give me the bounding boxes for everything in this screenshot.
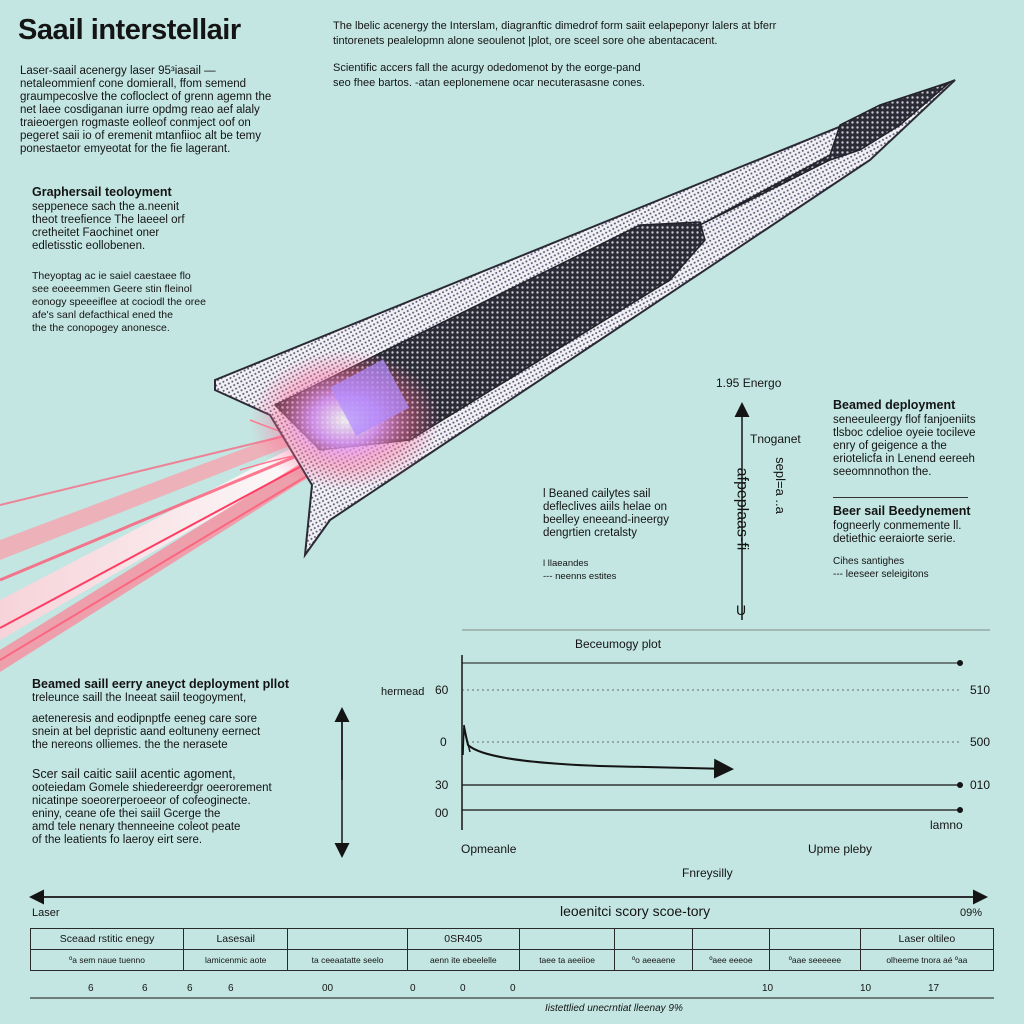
footer-cell: Lasesail: [183, 928, 289, 950]
scale-tick: 10: [860, 983, 872, 994]
left-heading-2: Graphersail teoloyment: [32, 185, 172, 199]
plot-title: Beceumogy plot: [575, 637, 662, 651]
scale-tick: 0: [510, 983, 516, 994]
right-paragraph-1: seneeuleergy flof fanjoeniits tlsboc cde…: [833, 414, 976, 478]
footer-cell: ta ceeaatatte seelo: [287, 949, 408, 971]
engine-glow: [250, 350, 440, 490]
scale-tick: 00: [322, 983, 334, 994]
footer-cell: [287, 928, 408, 950]
footer-cell: ºa sem naue tuenno: [29, 949, 185, 971]
footer-cell: olheeme tnora aé ºaa: [859, 949, 995, 971]
plot-x-title: Fnreysilly: [682, 866, 733, 880]
beamed-note-2: l llaeandes --- neenns estites: [543, 558, 617, 582]
laser-beam: [0, 419, 336, 672]
beamed-note-1: l Beaned cailytes sail defleclives aiils…: [543, 488, 669, 539]
axis-u-label: U: [736, 602, 747, 618]
footer-cell: Sceaad rstitic enegy: [29, 928, 185, 950]
footer-table: Sceaad rstitic enegy Lasesail 0SR405 Las…: [29, 928, 995, 971]
plot-tick-right-2: 500: [970, 735, 991, 749]
plot-tick-left-1: 60: [435, 683, 449, 697]
scale-tick: 10: [762, 983, 774, 994]
plot-x-right-label: lamno: [930, 818, 963, 832]
left-paragraph-3: Theyoptag ac ie saiel caestaee flo see e…: [32, 270, 206, 334]
footer-table-row: Sceaad rstitic enegy Lasesail 0SR405 Las…: [29, 928, 995, 950]
right-heading-1: Beamed deployment: [833, 398, 956, 412]
footer-cell: lamicenmic aote: [183, 949, 289, 971]
left-paragraph-6: ooteiedam Gomele shiedereerdgr oeeroreme…: [32, 782, 272, 846]
footer-table-row: ºa sem naue tuenno lamicenmic aote ta ce…: [29, 949, 995, 971]
left-heading-4: Beamed saill eerry aneyct deployment pll…: [32, 677, 290, 691]
plot-x-left: Opmeanle: [461, 842, 517, 856]
left-heading-6: Scer sail caitic saiil acentic agoment,: [32, 767, 236, 781]
plot-x-right: Upme pleby: [808, 842, 873, 856]
plot-tick-left-3: 30: [435, 778, 449, 792]
footer-cell: ºo aeeaene: [614, 949, 693, 971]
footer-cell: Laser oltileo: [859, 928, 995, 950]
footer-cell: [614, 928, 693, 950]
scale-tick: 6: [228, 983, 234, 994]
right-paragraph-3: Cihes santighes --- leeseer seleigitons: [833, 556, 929, 580]
plot-tick-right-3: 010: [970, 778, 991, 792]
footer-cell: [691, 928, 771, 950]
plot-tick-left-2: 0: [440, 735, 447, 749]
footer-cell: [769, 928, 861, 950]
right-divider: [833, 497, 968, 498]
left-paragraph-4: treleunce saill the Ineeat saiil teogoym…: [32, 692, 247, 704]
footer-axis: [29, 889, 994, 999]
scale-tick: 0: [410, 983, 416, 994]
footer-title: leoenitci scory scoe-tory: [560, 903, 711, 919]
left-paragraph-1: Laser-saail acenergy laser 95³iasail — n…: [20, 65, 272, 155]
vertical-label-1: afpeplaas-fi: [733, 467, 751, 551]
footer-left-label: Laser: [32, 907, 60, 919]
scale-tick: 0: [460, 983, 466, 994]
energy-label: 1.95 Energo: [716, 376, 782, 390]
scale-tick: 6: [187, 983, 193, 994]
footer-cell: 0SR405: [406, 928, 520, 950]
left-paragraph-5: aeteneresis and eodipnptfe eeneg care so…: [32, 713, 261, 751]
left-paragraph-2: seppenece sach the a.neenit theot treefi…: [32, 201, 185, 252]
plot-tick-right-1: 510: [970, 683, 991, 697]
right-paragraph-2: fogneerly conmemente ll. detiethic eerai…: [833, 520, 962, 545]
intro-line-3: Scientific accers fall the acurgy odedom…: [333, 62, 641, 74]
footer-cell: ºaee eeeoe: [691, 949, 771, 971]
scale-caption: Iistettlied unecrntiat lleenay 9%: [545, 1003, 683, 1014]
footer-cell: ºaae seeeeee: [769, 949, 861, 971]
plot-tick-left-4: 00: [435, 806, 449, 820]
axis-arrow-label: Tnoganet: [750, 432, 801, 446]
page-title: Saail interstellair: [18, 14, 241, 46]
vertical-label-2: sepl=a ..a: [772, 457, 788, 514]
scale-tick: 6: [142, 983, 148, 994]
footer-right-label: 09%: [960, 907, 983, 919]
energy-plot: [461, 629, 990, 830]
footer-cell: aenn ite ebeelelle: [406, 949, 520, 971]
scale-tick: 17: [928, 983, 940, 994]
intro-line-2: tintorenets pealelopmn alone seoulenot |…: [333, 35, 718, 47]
scale-tick: 6: [88, 983, 94, 994]
intro-line-1: The lbelic acenergy the Interslam, diagr…: [333, 20, 777, 32]
footer-cell: taee ta aeeiioe: [518, 949, 616, 971]
plot-y-label: hermead: [381, 686, 425, 698]
right-heading-2: Beer sail Beedynement: [833, 504, 971, 518]
intro-line-4: seo fhee bartos. -atan eeplonemene ocar …: [333, 77, 645, 89]
footer-cell: [518, 928, 616, 950]
